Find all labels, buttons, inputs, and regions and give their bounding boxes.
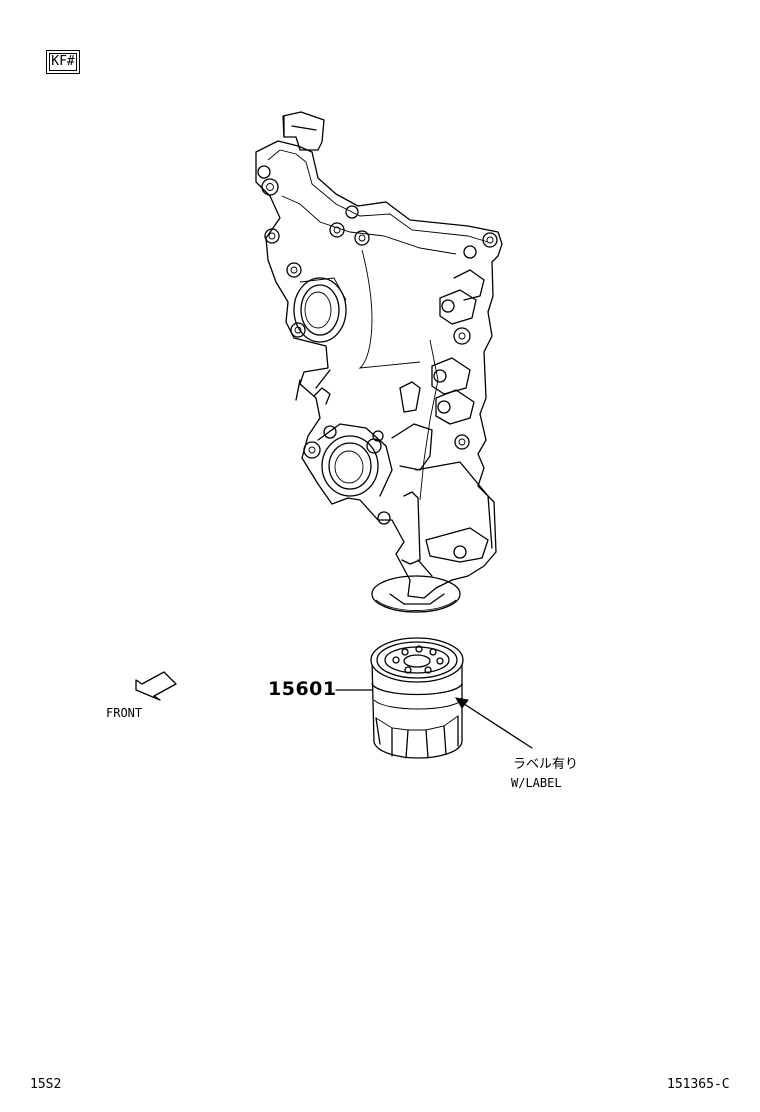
front-arrow-icon [135,671,177,701]
label-note-english: W/LABEL [511,776,562,790]
footer-right-code: 151365-C [667,1077,730,1092]
oil-pump-cover-icon [255,111,503,613]
front-label: FRONT [106,706,143,720]
label-arrow-icon [455,697,533,749]
footer-left-code: 15S2 [30,1077,62,1092]
label-note-japanese: ラベル有り [513,757,579,772]
oil-filter-icon [370,637,464,759]
kf-badge: KF# [46,50,80,74]
part-number-label: 15601 [268,678,337,700]
